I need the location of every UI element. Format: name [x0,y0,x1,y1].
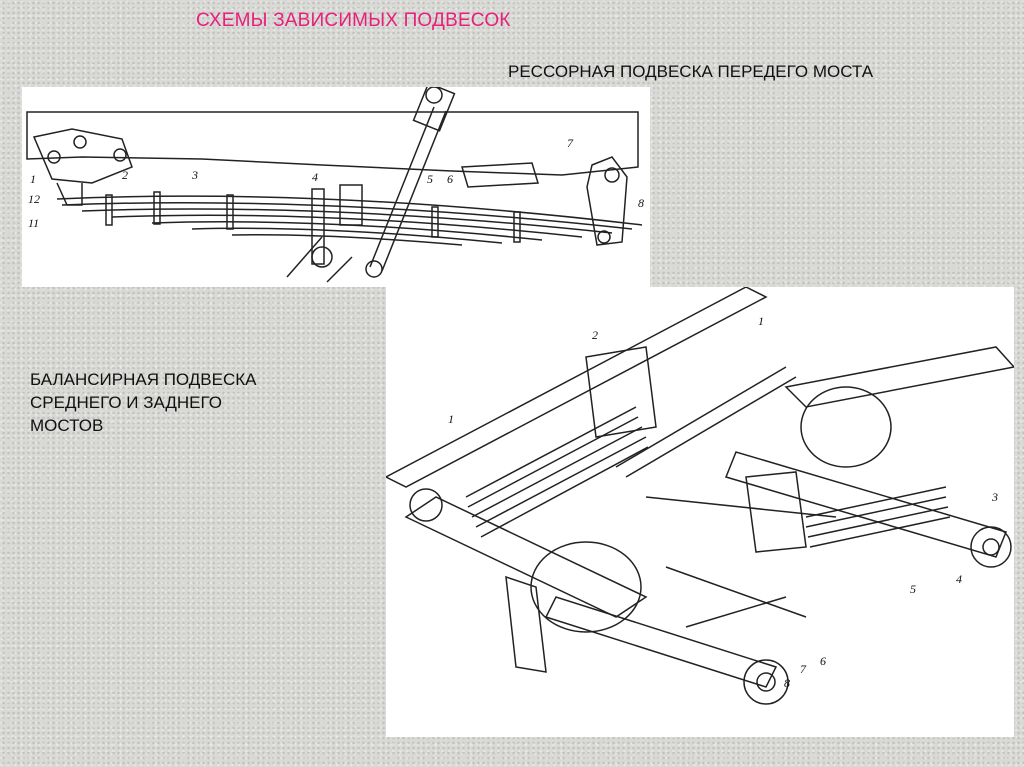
label-2-2: 2 [592,328,598,342]
balance-title-line-1: БАЛАНСИРНАЯ ПОДВЕСКА [30,370,257,389]
label-4: 4 [312,170,318,184]
label-3: 3 [191,168,198,182]
label-8: 8 [638,196,644,210]
label-2-7: 7 [800,662,807,676]
label-2-1b: 1 [758,314,764,328]
right-frame-rail [784,346,1014,408]
label-2: 2 [122,168,128,182]
frame-rail [26,111,639,176]
left-frame-rail [386,287,768,488]
balance-suspension-title: БАЛАНСИРНАЯ ПОДВЕСКА СРЕДНЕГО И ЗАДНЕГО … [30,368,350,437]
label-11: 11 [28,216,39,230]
label-2-4: 4 [956,572,962,586]
label-2-6: 6 [820,654,826,668]
label-7: 7 [567,136,574,150]
part-labels-2: 1 2 1 3 4 5 6 7 8 [448,314,998,690]
slide-title: СХЕМЫ ЗАВИСИМЫХ ПОДВЕСОК [196,10,511,31]
label-2-1a: 1 [448,412,454,426]
balance-title-line-2: СРЕДНЕГО И ЗАДНЕГО [30,393,222,412]
label-5: 5 [427,172,433,186]
balance-suspension-diagram: 1 2 1 3 4 5 6 7 8 [386,287,1014,737]
front-suspension-title: РЕССОРНАЯ ПОДВЕСКА ПЕРЕДЕГО МОСТА [508,62,874,81]
label-2-3: 3 [991,490,998,504]
label-12: 12 [28,192,40,206]
label-2-8: 8 [784,676,790,690]
balance-suspension-drawing: 1 2 1 3 4 5 6 7 8 [386,287,1014,705]
label-6: 6 [447,172,453,186]
front-suspension-drawing: 1 12 11 2 3 4 5 6 7 8 [26,87,644,283]
balance-title-line-3: МОСТОВ [30,416,104,435]
label-1: 1 [30,172,36,186]
part-labels-1: 1 12 11 2 3 4 5 6 7 8 [28,136,644,230]
front-suspension-diagram: 1 12 11 2 3 4 5 6 7 8 [22,87,650,287]
label-2-5: 5 [910,582,916,596]
